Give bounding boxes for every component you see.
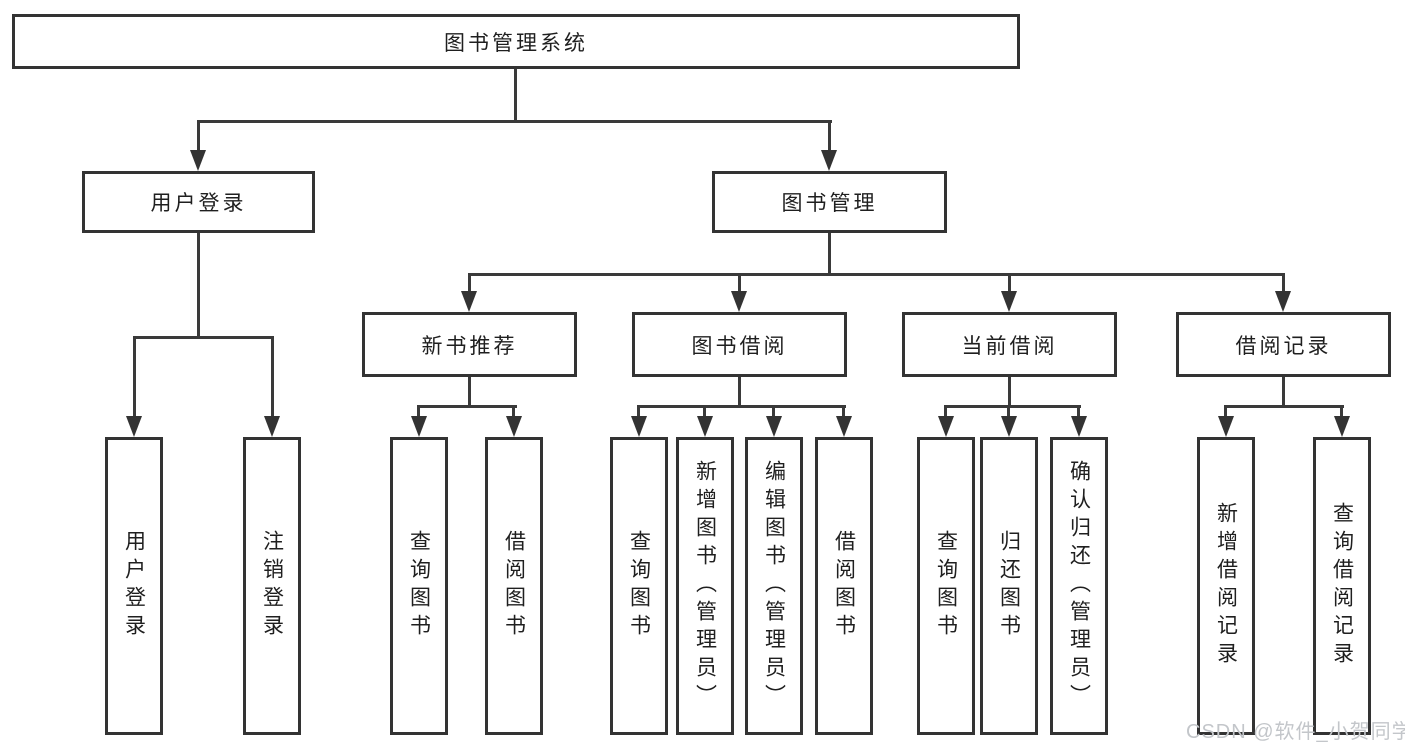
connector-line — [133, 336, 274, 339]
connector-line — [512, 405, 515, 418]
leaf-label: 查询图书 — [407, 530, 431, 642]
leaf-label: 查询借阅记录 — [1330, 502, 1354, 670]
connector-line — [944, 405, 1081, 408]
arrow-down-icon — [126, 416, 142, 437]
arrow-down-icon — [1001, 416, 1017, 437]
node-book-management: 图书管理 — [712, 171, 947, 233]
node-leaf-borrow-books-recommend: 借阅图书 — [485, 437, 543, 735]
connector-line — [271, 336, 274, 416]
connector-line — [417, 405, 420, 418]
connector-line — [197, 120, 200, 152]
arrow-down-icon — [766, 416, 782, 437]
connector-line — [1008, 377, 1011, 407]
connector-line — [703, 405, 706, 418]
node-leaf-confirm-return-admin: 确认归还（管理员） — [1050, 437, 1108, 735]
arrow-down-icon — [506, 416, 522, 437]
connector-line — [197, 233, 200, 336]
node-library-management-system: 图书管理系统 — [12, 14, 1020, 69]
leaf-label: 查询图书 — [627, 530, 651, 642]
leaf-label: 新增借阅记录 — [1214, 502, 1238, 670]
connector-line — [1077, 405, 1080, 418]
connector-line — [197, 120, 832, 123]
connector-line — [1224, 405, 1344, 408]
arrow-down-icon — [631, 416, 647, 437]
arrow-down-icon — [1001, 291, 1017, 312]
node-borrowing-records: 借阅记录 — [1176, 312, 1391, 377]
connector-line — [842, 405, 845, 418]
connector-line — [944, 405, 947, 418]
connector-line — [417, 405, 517, 408]
node-user-login: 用户登录 — [82, 171, 315, 233]
connector-line — [828, 120, 831, 152]
leaf-label: 归还图书 — [997, 530, 1021, 642]
node-new-book-recommendation: 新书推荐 — [362, 312, 577, 377]
node-leaf-query-borrow-record: 查询借阅记录 — [1313, 437, 1371, 735]
leaf-label: 借阅图书 — [832, 530, 856, 642]
node-leaf-return-books: 归还图书 — [980, 437, 1038, 735]
arrow-down-icon — [731, 291, 747, 312]
connector-line — [772, 405, 775, 418]
node-book-borrowing: 图书借阅 — [632, 312, 847, 377]
connector-line — [738, 377, 741, 407]
node-leaf-query-books-recommend: 查询图书 — [390, 437, 448, 735]
arrow-down-icon — [938, 416, 954, 437]
leaf-label: 新增图书（管理员） — [693, 460, 717, 712]
node-leaf-borrow-books: 借阅图书 — [815, 437, 873, 735]
node-leaf-add-borrow-record: 新增借阅记录 — [1197, 437, 1255, 735]
node-current-borrowing: 当前借阅 — [902, 312, 1117, 377]
arrow-down-icon — [1218, 416, 1234, 437]
watermark: CSDN @软件_小贺同学 — [1186, 721, 1405, 743]
connector-line — [1340, 405, 1343, 418]
node-leaf-add-books-admin: 新增图书（管理员） — [676, 437, 734, 735]
arrow-down-icon — [190, 150, 206, 171]
leaf-label: 注销登录 — [260, 530, 284, 642]
connector-line — [1282, 273, 1285, 292]
connector-line — [468, 273, 1285, 276]
connector-line — [468, 377, 471, 407]
connector-line — [637, 405, 846, 408]
connector-line — [468, 273, 471, 292]
connector-line — [637, 405, 640, 418]
connector-line — [828, 233, 831, 273]
leaf-label: 用户登录 — [122, 530, 146, 642]
leaf-label: 借阅图书 — [502, 530, 526, 642]
arrow-down-icon — [1275, 291, 1291, 312]
connector-line — [133, 336, 136, 416]
arrow-down-icon — [821, 150, 837, 171]
connector-line — [1007, 405, 1010, 418]
leaf-label: 查询图书 — [934, 530, 958, 642]
node-leaf-logout: 注销登录 — [243, 437, 301, 735]
arrow-down-icon — [411, 416, 427, 437]
arrow-down-icon — [836, 416, 852, 437]
connector-line — [1224, 405, 1227, 418]
leaf-label: 编辑图书（管理员） — [762, 460, 786, 712]
connector-line — [1282, 377, 1285, 407]
connector-line — [514, 69, 517, 120]
node-leaf-edit-books-admin: 编辑图书（管理员） — [745, 437, 803, 735]
arrow-down-icon — [1071, 416, 1087, 437]
node-leaf-query-books-borrow: 查询图书 — [610, 437, 668, 735]
arrow-down-icon — [1334, 416, 1350, 437]
node-leaf-query-books-current: 查询图书 — [917, 437, 975, 735]
arrow-down-icon — [264, 416, 280, 437]
node-leaf-user-login: 用户登录 — [105, 437, 163, 735]
connector-line — [1008, 273, 1011, 292]
connector-line — [738, 273, 741, 292]
arrow-down-icon — [697, 416, 713, 437]
arrow-down-icon — [461, 291, 477, 312]
leaf-label: 确认归还（管理员） — [1067, 460, 1091, 712]
